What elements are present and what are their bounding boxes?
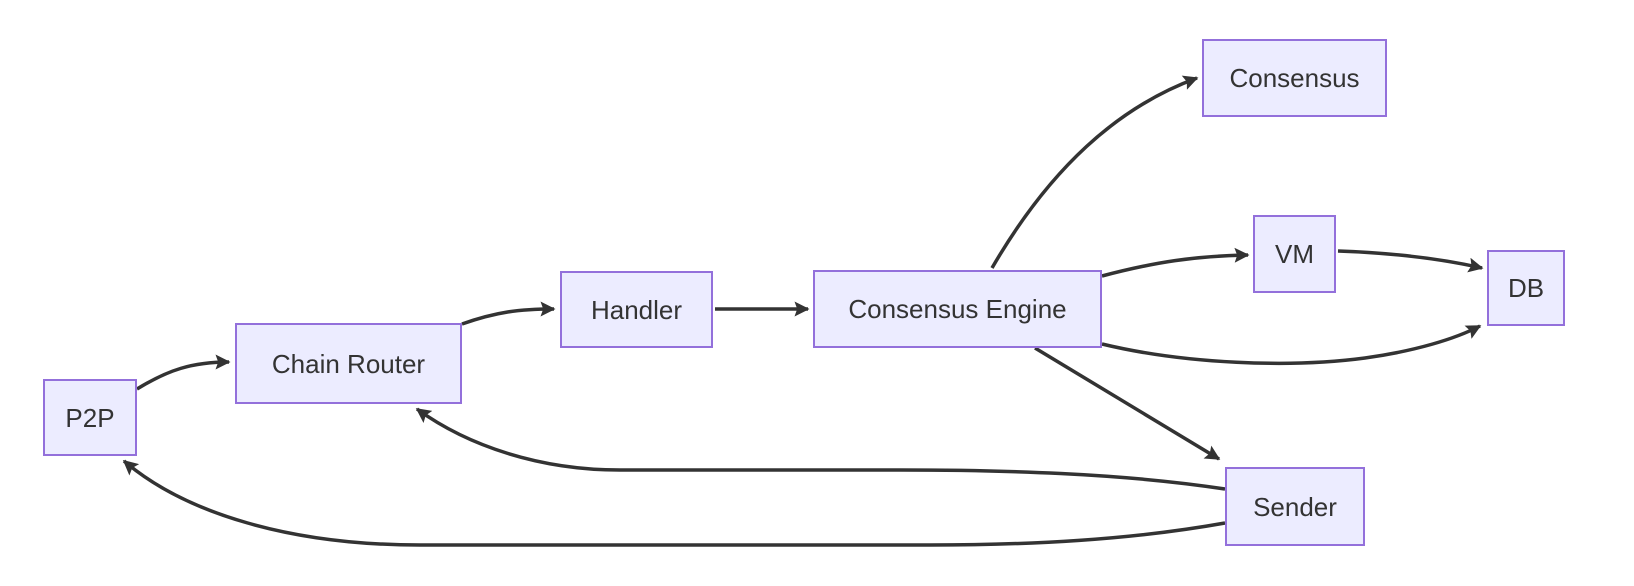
node-vm-label: VM bbox=[1275, 239, 1314, 269]
edge-consensus-engine-to-db bbox=[1101, 324, 1482, 366]
node-chain-router-label: Chain Router bbox=[271, 348, 426, 379]
edge-vm-to-db bbox=[1337, 249, 1484, 273]
edge-chain-router-to-handler bbox=[461, 301, 556, 326]
edge-p2p-to-chain-router bbox=[136, 354, 231, 391]
node-db-label: DB bbox=[1507, 273, 1545, 303]
edge-sender-to-p2p bbox=[122, 459, 1226, 547]
node-consensus-label: Consensus bbox=[1229, 63, 1360, 93]
node-sender: Sender bbox=[1225, 467, 1365, 546]
edge-consensus-engine-to-sender bbox=[1034, 346, 1221, 461]
node-consensus-engine-label: Consensus Engine bbox=[848, 294, 1067, 324]
edge-consensus-engine-to-consensus bbox=[990, 75, 1199, 269]
node-handler-label: Handler bbox=[590, 294, 683, 325]
node-sender-label: Sender bbox=[1253, 491, 1337, 522]
node-vm: VM bbox=[1253, 215, 1336, 293]
node-p2p-label: P2P bbox=[65, 402, 115, 433]
node-handler: Handler bbox=[560, 271, 713, 348]
node-db: DB bbox=[1487, 250, 1565, 326]
node-consensus: Consensus bbox=[1202, 39, 1387, 117]
edge-sender-to-chain-router bbox=[415, 407, 1226, 491]
node-consensus-engine: Consensus Engine bbox=[813, 270, 1102, 348]
node-chain-router: Chain Router bbox=[235, 323, 462, 404]
node-p2p: P2P bbox=[43, 379, 137, 456]
edge-consensus-engine-to-vm bbox=[1101, 247, 1250, 278]
